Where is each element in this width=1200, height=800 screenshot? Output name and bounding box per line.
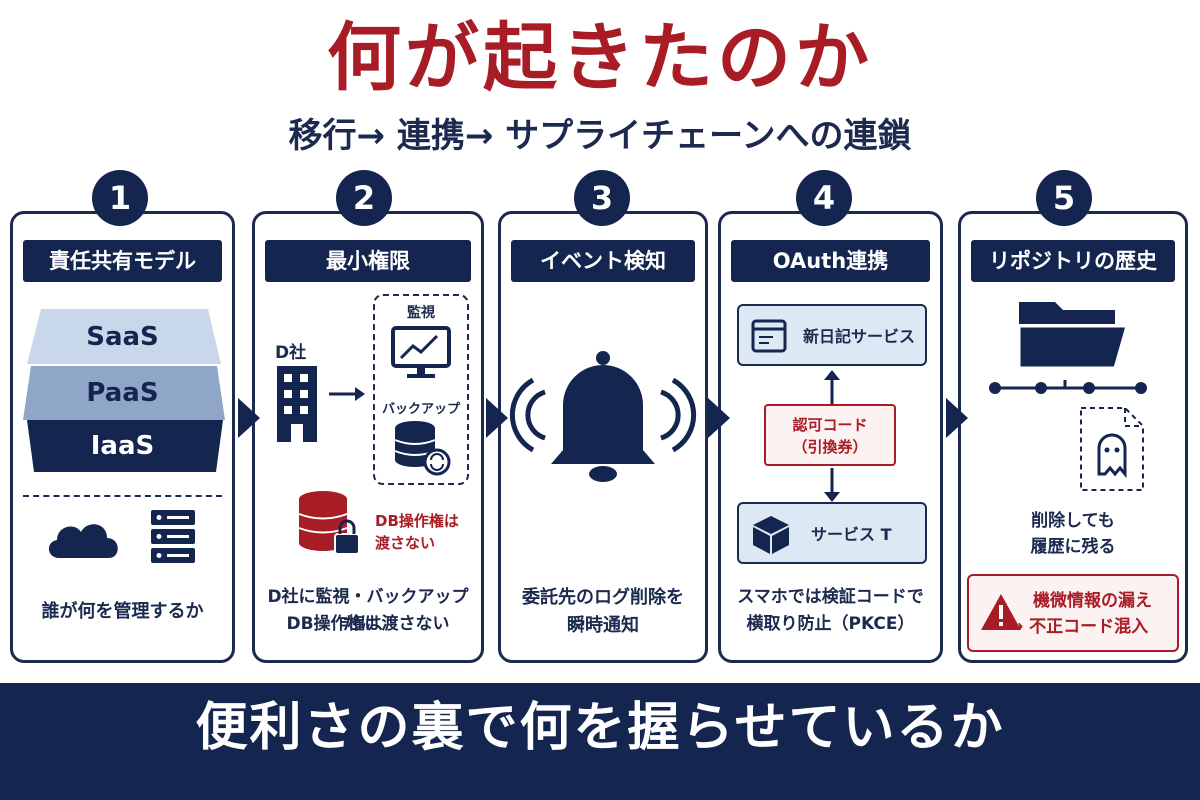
step-caption-line1: D社に監視・バックアップだけ、 xyxy=(267,587,469,634)
history-note-line1: 削除しても xyxy=(1031,511,1115,531)
warning-line1: 機微情報の漏え xyxy=(1033,591,1152,611)
step-caption-line2: DB操作権は渡さない xyxy=(286,614,450,634)
step-card-oauth: OAuth連携 新日記サービス 認可コード （引換券） サービス T スマホでは… xyxy=(718,211,943,663)
step-caption: 誰が何を管理するか xyxy=(41,601,204,622)
step-card-repository-history: リポジトリの歴史 削除しても 履歴に残る 機微情報の漏え → 不正コード混入 xyxy=(958,211,1188,663)
granted-permissions-box xyxy=(373,294,469,485)
subtitle: 移行→ 連携→ サプライチェーンへの連鎖 xyxy=(288,116,912,156)
step-card-event-detection: イベント検知 委託先のログ削除を 瞬時通知 xyxy=(498,211,708,663)
step-caption-line2: 瞬時通知 xyxy=(567,615,639,636)
step-header: リポジトリの歴史 xyxy=(971,240,1175,282)
iaas-layer-shape xyxy=(27,420,223,472)
commit-timeline-icon xyxy=(989,380,1147,394)
db-note-line2: 渡さない xyxy=(375,534,436,552)
window-icon xyxy=(751,319,787,353)
building-icon xyxy=(277,366,317,442)
step-card-shared-responsibility: 責任共有モデル SaaS PaaS IaaS 誰が何を管理するか xyxy=(10,211,235,663)
step-caption-line1: 委託先のログ削除を xyxy=(522,587,684,608)
ticket-line2: （引換券） xyxy=(792,438,868,456)
right-arrow-icon xyxy=(329,387,365,401)
flow-arrow-2 xyxy=(486,398,508,438)
ghost-file-icon xyxy=(1080,407,1144,491)
step-header: 責任共有モデル xyxy=(23,240,222,282)
layer-paas: PaaS xyxy=(86,378,159,408)
service-top-label: 新日記サービス xyxy=(803,327,916,346)
step-number-3: 3 xyxy=(574,170,630,226)
cloud-icon xyxy=(48,524,118,558)
flow-arrow-3 xyxy=(708,398,730,438)
step-caption-line2: 横取り防止（PKCE） xyxy=(746,614,915,634)
step-number-2: 2 xyxy=(336,170,392,226)
company-label: D社 xyxy=(275,343,307,363)
warning-line2: → 不正コード混入 xyxy=(1009,617,1149,637)
ticket-line1: 認可コード xyxy=(792,416,868,434)
history-note-line2: 履歴に残る xyxy=(1030,537,1116,557)
service-bottom-label: サービス T xyxy=(811,525,892,544)
down-arrow-icon xyxy=(824,468,840,502)
monitor-label: 監視 xyxy=(407,305,435,321)
folder-icon xyxy=(1017,302,1129,370)
cube-icon xyxy=(753,516,789,554)
warning-text: 機微情報の漏え → 不正コード混入 xyxy=(1009,588,1152,640)
backup-label: バックアップ xyxy=(381,402,460,417)
layer-saas: SaaS xyxy=(86,322,159,352)
warning-icon xyxy=(981,594,1021,630)
layer-iaas: IaaS xyxy=(90,431,155,461)
service-box-t: サービス T xyxy=(737,502,927,564)
flow-arrow-4 xyxy=(946,398,968,438)
flow-arrow-1 xyxy=(238,398,260,438)
up-arrow-icon xyxy=(824,370,840,404)
bell-icon xyxy=(509,351,697,482)
authorization-code-ticket: 認可コード （引換券） xyxy=(764,404,896,466)
main-title: 何が起きたのか xyxy=(327,15,873,101)
bottom-banner: 便利さの裏で何を握らせているか xyxy=(0,683,1200,800)
warning-box: 機微情報の漏え → 不正コード混入 xyxy=(967,574,1179,652)
step-header: 最小権限 xyxy=(265,240,471,282)
step-card-least-privilege: 最小権限 D社 監視 バックアップ DB操作権は 渡さ xyxy=(252,211,484,663)
step-number-5: 5 xyxy=(1036,170,1092,226)
step-number-1: 1 xyxy=(92,170,148,226)
database-sync-icon xyxy=(394,421,451,476)
layer-stack xyxy=(23,309,225,420)
step-header: OAuth連携 xyxy=(731,240,930,282)
monitor-chart-icon xyxy=(391,326,451,378)
step-header: イベント検知 xyxy=(511,240,695,282)
step-caption-line1: スマホでは検証コードで xyxy=(737,587,924,607)
divider xyxy=(23,495,222,497)
db-note-line1: DB操作権は xyxy=(375,512,459,530)
service-box-new-diary: 新日記サービス xyxy=(737,304,927,366)
step-number-4: 4 xyxy=(796,170,852,226)
server-rack-icon xyxy=(151,510,195,563)
locked-database-icon xyxy=(298,491,360,555)
